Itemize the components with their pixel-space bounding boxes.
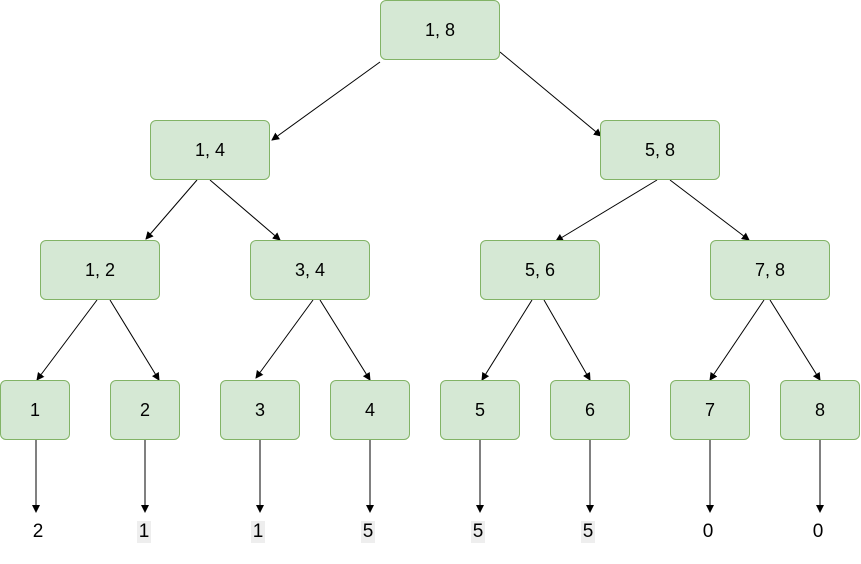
tree-leaf-2: 2 [110,380,180,440]
edge-5-8-to-5-6 [555,179,658,242]
leaf-value-7-text: 0 [702,521,714,542]
edge-1-4-to-3-4 [209,179,281,241]
edge-5-8-to-7-8 [669,179,750,241]
edge-7-8-to-8 [769,299,821,381]
tree-leaf-3: 3 [220,380,300,440]
tree-node-7-8: 7, 8 [710,240,830,300]
leaf-value-8-text: 0 [812,521,824,542]
tree-leaf-8: 8 [780,380,860,440]
tree-node-root: 1, 8 [380,0,500,60]
tree-node-1-4: 1, 4 [150,120,270,180]
leaf-value-4: 5 [356,520,380,544]
leaf-value-7: 0 [696,520,720,544]
leaf-value-1-text: 2 [32,521,44,542]
leaf-value-1: 2 [26,520,50,544]
leaf-value-5-text: 5 [470,521,486,543]
edge-3-4-to-3 [255,299,314,379]
edge-1-4-to-1-2 [145,179,198,240]
edge-3-4-to-4 [319,299,371,381]
leaf-value-8: 0 [806,520,830,544]
tree-node-5-8: 5, 8 [600,120,720,180]
leaf-value-4-text: 5 [360,521,376,543]
tree-node-5-6: 5, 6 [480,240,600,300]
leaf-value-6: 5 [576,520,600,544]
edge-5-6-to-5 [481,299,533,381]
leaf-value-6-text: 5 [580,521,596,543]
leaf-value-2-text: 1 [136,521,152,543]
edge-root-to-1-4 [271,61,381,141]
tree-leaf-4: 4 [330,380,410,440]
edge-1-2-to-1 [36,299,98,381]
tree-node-3-4: 3, 4 [250,240,370,300]
tree-leaf-1: 1 [0,380,70,440]
tree-leaf-6: 6 [550,380,630,440]
tree-leaf-5: 5 [440,380,520,440]
tree-leaf-7: 7 [670,380,750,440]
leaf-value-5: 5 [466,520,490,544]
edge-7-8-to-7 [709,299,765,381]
edge-1-2-to-2 [109,299,160,381]
edge-root-to-5-8 [499,51,602,137]
leaf-value-2: 1 [132,520,156,544]
leaf-value-3: 1 [246,520,270,544]
edge-5-6-to-6 [543,299,591,381]
tree-node-1-2: 1, 2 [40,240,160,300]
leaf-value-3-text: 1 [250,521,266,543]
